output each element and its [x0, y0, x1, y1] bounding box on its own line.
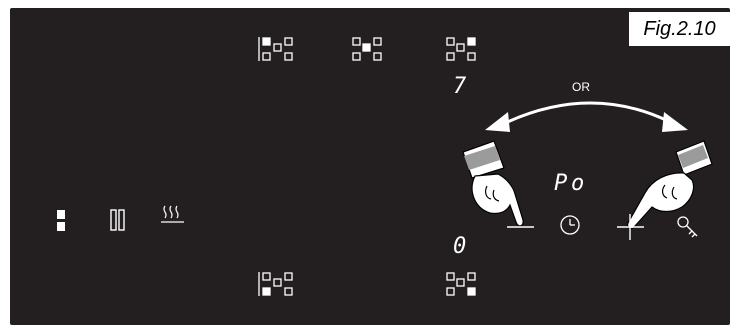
double-arrow-icon: [485, 103, 688, 132]
power-bar-icon[interactable]: [57, 210, 65, 231]
key-icon[interactable]: [678, 217, 697, 237]
pause-icon[interactable]: [111, 210, 124, 230]
keep-warm-icon[interactable]: [161, 206, 184, 222]
zone-selector-icon[interactable]: [259, 272, 292, 296]
zone-selector-icon[interactable]: [447, 38, 475, 60]
clock-icon[interactable]: [561, 216, 579, 234]
hand-pointing-icon: [628, 141, 712, 229]
hand-pointing-icon: [463, 141, 523, 226]
zone-selector-icon[interactable]: [259, 37, 292, 61]
zone-selector-icon[interactable]: [353, 38, 381, 60]
zone-selector-icon[interactable]: [447, 273, 475, 295]
